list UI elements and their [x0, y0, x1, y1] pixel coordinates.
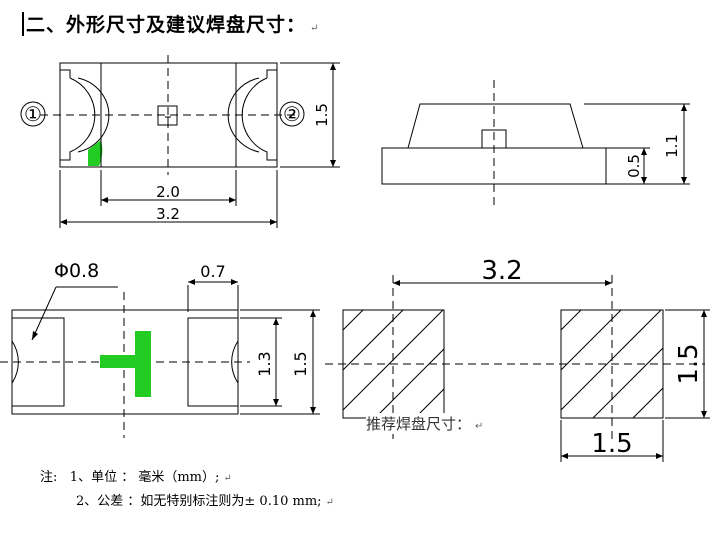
note-line-1: 注: 1、单位 ： 毫米（mm）;↵	[40, 466, 232, 485]
return-mark-icon: ↵	[325, 497, 334, 508]
dim-hole-diameter: Φ0.8	[54, 260, 99, 282]
top-view	[20, 55, 305, 175]
cathode-mark	[88, 140, 103, 166]
dim-bottom-total-height: 1.5	[291, 351, 310, 376]
bottom-hole-right	[231, 340, 239, 384]
heading-text: 二、外形尺寸及建议焊盘尺寸：	[26, 14, 307, 36]
dim-pad-span: 3.2	[481, 256, 522, 286]
dim-bottom-inner-height: 1.3	[255, 351, 274, 376]
heading-bar	[22, 12, 24, 36]
note-tolerance: 2、公差 ：如无特别标注则为± 0.10 mm;	[76, 494, 322, 509]
dim-top-height: 1.5	[313, 103, 331, 127]
dim-total-width: 3.2	[156, 205, 180, 223]
return-mark-icon: ↵	[475, 421, 484, 432]
return-mark-icon: ↵	[310, 23, 320, 34]
side-view	[381, 80, 690, 205]
bottom-pad-left	[12, 317, 65, 407]
return-mark-icon: ↵	[223, 473, 232, 484]
bottom-dimensions	[31, 279, 320, 415]
dim-pad-width: 1.5	[591, 429, 632, 459]
dim-inner-width: 2.0	[156, 183, 180, 201]
top-lead-right-notch	[241, 69, 277, 161]
dim-pad-height: 1.5	[674, 343, 704, 384]
dim-side-total-height: 1.1	[663, 134, 681, 158]
section-heading: 二、外形尺寸及建议焊盘尺寸：↵	[22, 10, 319, 37]
side-dome	[407, 103, 584, 149]
pin2-circle	[279, 101, 305, 127]
note-prefix: 注:	[40, 470, 58, 485]
pin1-circle	[20, 101, 46, 127]
top-dimensions	[59, 62, 340, 228]
pad-dimensions	[393, 280, 710, 462]
dim-bottom-pad-width: 0.7	[200, 262, 225, 281]
pin1-label: ①	[24, 102, 42, 126]
pad-right-hatch	[561, 310, 663, 418]
pad-caption: 推荐焊盘尺寸：↵	[366, 413, 484, 434]
pin2-label: ②	[283, 102, 301, 126]
note-line-2: 2、公差 ：如无特别标注则为± 0.10 mm;↵	[76, 490, 334, 509]
top-lead-left-notch	[60, 69, 96, 161]
pad-view	[325, 275, 705, 440]
dim-base-height: 0.5	[625, 154, 643, 178]
note-unit: 1、单位 ： 毫米（mm）;	[69, 470, 220, 485]
polarity-mark	[100, 331, 151, 397]
